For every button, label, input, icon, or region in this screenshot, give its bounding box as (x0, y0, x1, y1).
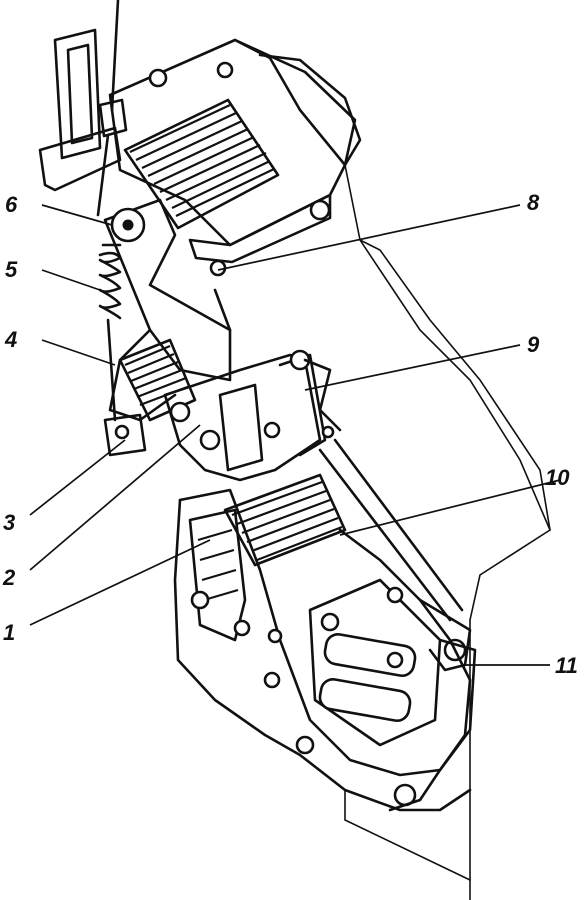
contact-bracket (163, 349, 342, 482)
callout-11: 11 (555, 653, 578, 678)
callout-8: 8 (527, 190, 540, 215)
rear-panel (344, 164, 552, 900)
callout-5: 5 (5, 257, 18, 282)
callout-labels: 6 5 4 3 2 1 8 9 10 11 (2, 190, 578, 678)
vertical-rod (96, 0, 128, 217)
callout-10: 10 (545, 465, 570, 490)
lower-body (173, 488, 472, 812)
middle-coil (103, 338, 197, 457)
spring (98, 243, 122, 422)
callout-6: 6 (5, 192, 18, 217)
lower-coil (223, 473, 347, 567)
upper-coil (123, 98, 280, 230)
callout-2: 2 (2, 565, 16, 590)
callout-4: 4 (4, 327, 17, 352)
upper-magnet-housing (108, 38, 362, 277)
callout-1: 1 (3, 620, 15, 645)
leader-lines (29, 204, 561, 666)
lever-arm (103, 198, 232, 422)
top-bracket-plate (38, 28, 122, 192)
callout-3: 3 (3, 510, 15, 535)
callout-9: 9 (527, 332, 540, 357)
side-plate (388, 638, 477, 812)
